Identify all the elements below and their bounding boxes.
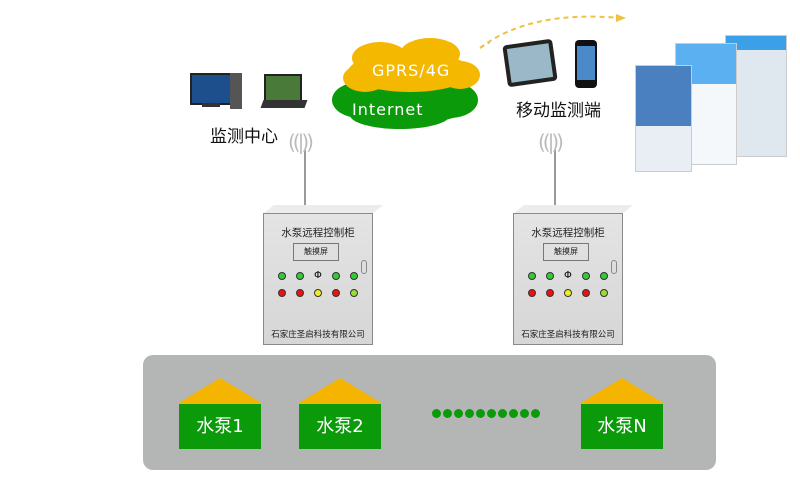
cloud-bottom-label: Internet	[352, 100, 424, 119]
touch-screen: 触摸屏	[543, 243, 589, 261]
pump-2: 水泵2	[297, 378, 383, 450]
cabinet-company: 石家庄圣启科技有限公司	[521, 330, 615, 340]
cloud-top-label: GPRS/4G	[372, 61, 451, 80]
signal-icon: ((|))	[288, 130, 314, 154]
cabinet-title: 水泵远程控制柜	[281, 227, 355, 239]
smartphone-icon	[575, 40, 597, 88]
pump-label: 水泵1	[179, 404, 261, 449]
switch-icon: Φ	[564, 270, 572, 281]
control-cabinet-1: 水泵远程控制柜 触摸屏 Φ 石家庄圣启科技有限公司	[263, 205, 383, 345]
pump-n: 水泵N	[579, 378, 665, 450]
pump-1: 水泵1	[177, 378, 263, 450]
app-screenshots-icon	[635, 35, 787, 172]
laptop-icon	[260, 74, 308, 112]
cloud-icon	[332, 38, 490, 129]
control-cabinet-2: 水泵远程控制柜 触摸屏 Φ 石家庄圣启科技有限公司	[513, 205, 633, 345]
cabinet-title: 水泵远程控制柜	[531, 227, 605, 239]
dashed-arrow-icon	[480, 14, 626, 49]
monitor-center-label: 监测中心	[210, 127, 278, 147]
antenna-2	[554, 150, 556, 208]
cabinet-company: 石家庄圣启科技有限公司	[271, 330, 365, 340]
desktop-computer-icon	[190, 73, 250, 113]
switch-icon: Φ	[314, 270, 322, 281]
tablet-icon	[502, 38, 558, 88]
signal-icon: ((|))	[538, 130, 564, 154]
antenna-1	[304, 150, 306, 208]
pump-label: 水泵2	[299, 404, 381, 449]
touch-screen: 触摸屏	[293, 243, 339, 261]
pump-label: 水泵N	[581, 404, 663, 449]
mobile-monitor-label: 移动监测端	[516, 101, 601, 121]
ellipsis-dots	[432, 409, 540, 418]
